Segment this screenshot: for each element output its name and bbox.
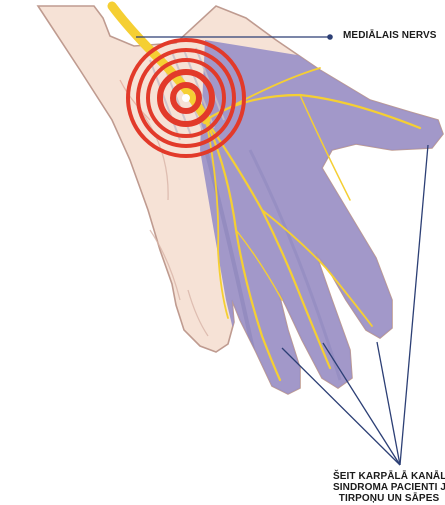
caption-line: ŠEIT KARPĀLĀ KANĀLA bbox=[333, 471, 445, 482]
numbness-zone bbox=[200, 40, 445, 400]
caption-line: TIRPOŅU UN SĀPES bbox=[333, 493, 445, 504]
pointer-dot bbox=[327, 34, 333, 40]
symptom-caption: ŠEIT KARPĀLĀ KANĀLA SINDROMA PACIENTI JŪ… bbox=[333, 471, 445, 504]
caption-line: SINDROMA PACIENTI JŪT bbox=[333, 482, 445, 493]
median-nerve-label: MEDIĀLAIS NERVS bbox=[343, 30, 437, 41]
